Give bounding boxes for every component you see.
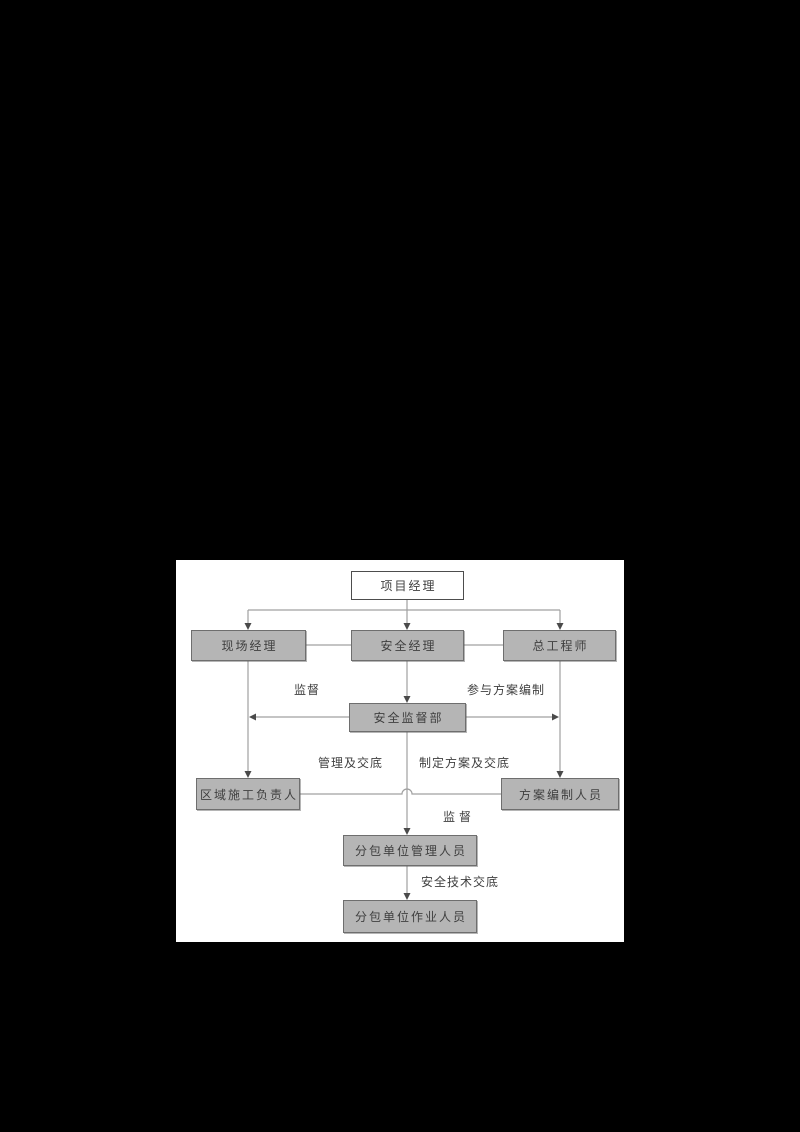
arrow-down-site-manager <box>244 623 252 630</box>
arrow-right-dept <box>552 713 559 721</box>
arrow-down-regional-head <box>244 771 252 778</box>
edge-label-manage-disclosure: 管理及交底 <box>318 756 384 770</box>
arrow-down-sub-workers <box>403 893 411 900</box>
node-subcontractor-managers: 分包单位管理人员 <box>343 835 477 866</box>
diagram-canvas: 项目经理 现场经理 安全经理 总工程师 安全监督部 区域施工负责人 方案编制人员… <box>176 560 624 942</box>
connector-regional-to-planstaff-hop <box>300 788 501 795</box>
arrow-down-safety-dept <box>403 696 411 703</box>
connector-arrowheads <box>244 623 564 900</box>
edge-label-plan-disclosure: 制定方案及交底 <box>419 756 511 770</box>
node-project-manager: 项目经理 <box>351 571 464 600</box>
edge-label-supervise: 监督 <box>294 683 321 697</box>
connector-layer <box>244 600 564 900</box>
node-safety-supervision-dept: 安全监督部 <box>349 703 466 732</box>
node-site-manager: 现场经理 <box>191 630 306 661</box>
edge-label-safety-tech-disclosure: 安全技术交底 <box>421 875 500 889</box>
arrow-down-safety-manager <box>403 623 411 630</box>
node-plan-preparation-staff: 方案编制人员 <box>501 778 619 810</box>
node-subcontractor-workers: 分包单位作业人员 <box>343 900 477 933</box>
node-safety-manager: 安全经理 <box>351 630 464 661</box>
node-regional-construction-head: 区域施工负责人 <box>196 778 300 810</box>
connector-lines <box>247 600 561 894</box>
edge-label-participate-plan: 参与方案编制 <box>467 683 546 697</box>
edge-label-supervise-center: 监督 <box>443 810 476 824</box>
arrow-down-chief-engineer <box>556 623 564 630</box>
arrow-left-dept <box>249 713 256 721</box>
node-chief-engineer: 总工程师 <box>503 630 616 661</box>
arrow-down-sub-managers <box>403 828 411 835</box>
arrow-down-plan-staff <box>556 771 564 778</box>
